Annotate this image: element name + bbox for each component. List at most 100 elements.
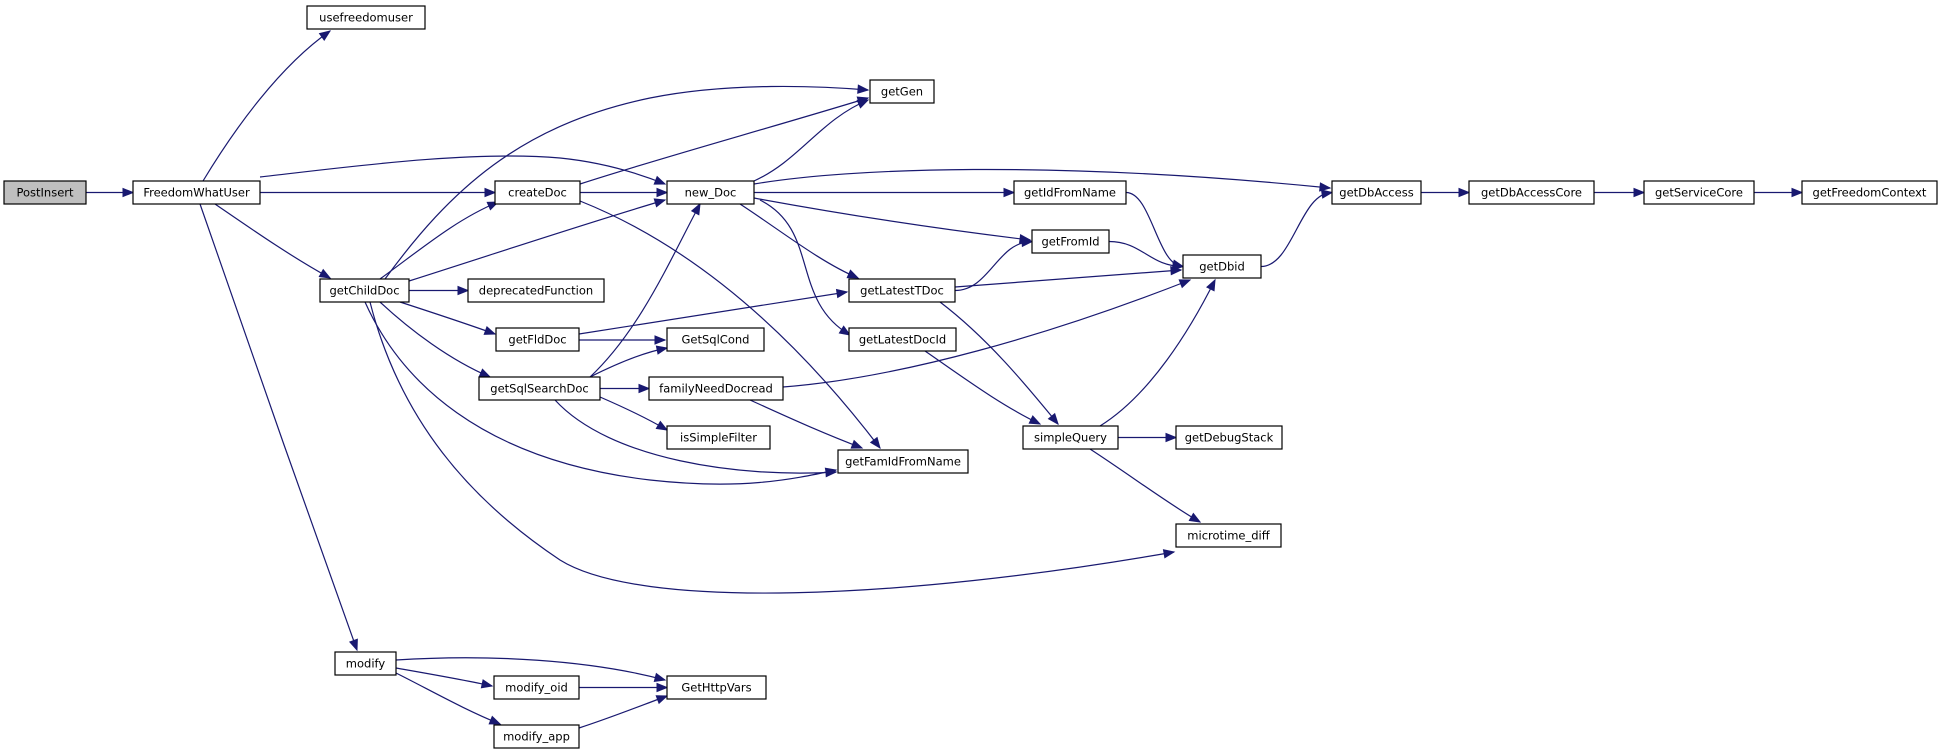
- arrowhead: [835, 288, 849, 299]
- node-box: [869, 79, 935, 104]
- arrowhead: [348, 638, 358, 652]
- edge-modify-to-GetHttpVars: [395, 657, 667, 682]
- arrowhead: [690, 202, 701, 216]
- node-box: [3, 180, 87, 205]
- edge-line: [579, 97, 869, 185]
- node-PostInsert[interactable]: PostInsert: [3, 180, 87, 205]
- edge-line: [753, 197, 1031, 241]
- node-label: simpleQuery: [1034, 431, 1107, 445]
- edge-line: [202, 30, 331, 182]
- edge-line: [753, 99, 869, 182]
- arrowhead: [653, 672, 667, 682]
- edge-line: [1125, 191, 1184, 268]
- edge-createDoc-to-new_Doc: [580, 187, 669, 198]
- edge-FreedomWhatUser-to-createDoc: [260, 187, 497, 198]
- node-getFromId[interactable]: getFromId: [1031, 229, 1110, 254]
- edge-line: [578, 695, 668, 729]
- edge-PostInsert-to-FreedomWhatUser: [86, 187, 135, 198]
- node-microtime_diff[interactable]: microtime_diff: [1175, 523, 1282, 548]
- edge-getLatestDocId-to-simpleQuery: [924, 350, 1042, 425]
- node-new_Doc[interactable]: new_Doc: [666, 180, 755, 205]
- node-getLatestTDoc[interactable]: getLatestTDoc: [848, 278, 956, 303]
- arrowhead: [1206, 278, 1216, 292]
- edge-familyNeedDocread-to-getFamIdFromName: [749, 399, 864, 449]
- node-getServiceCore[interactable]: getServiceCore: [1643, 180, 1755, 205]
- node-label: deprecatedFunction: [479, 284, 593, 298]
- edge-line: [1108, 240, 1184, 268]
- node-getFldDoc[interactable]: getFldDoc: [495, 327, 580, 352]
- edge-getChildDoc-to-getFldDoc: [399, 301, 497, 335]
- edge-FreedomWhatUser-to-getChildDoc: [214, 203, 332, 279]
- node-label: getDbid: [1199, 260, 1245, 274]
- node-getIdFromName[interactable]: getIdFromName: [1013, 180, 1127, 205]
- arrowhead: [656, 682, 669, 693]
- node-getDbAccess[interactable]: getDbAccess: [1331, 180, 1422, 205]
- edge-getSqlSearchDoc-to-familyNeedDocread: [600, 383, 651, 394]
- edge-getFromId-to-getDbid: [1108, 240, 1185, 271]
- node-modify_app[interactable]: modify_app: [493, 724, 580, 749]
- node-label: GetHttpVars: [681, 681, 751, 695]
- node-getFamIdFromName[interactable]: getFamIdFromName: [837, 449, 969, 474]
- node-label: microtime_diff: [1187, 529, 1270, 543]
- node-getSqlSearchDoc[interactable]: getSqlSearchDoc: [478, 376, 601, 401]
- node-createDoc[interactable]: createDoc: [494, 180, 581, 205]
- edge-createDoc-to-getGen: [579, 96, 870, 185]
- edge-getFldDoc-to-GetSqlCond: [579, 335, 667, 345]
- node-getFreedomContext[interactable]: getFreedomContext: [1801, 180, 1938, 205]
- arrowhead: [1188, 512, 1202, 523]
- node-modify[interactable]: modify: [334, 651, 397, 676]
- node-box: [493, 724, 580, 749]
- edge-line: [782, 279, 1191, 388]
- edge-line: [379, 301, 491, 378]
- edge-line: [749, 399, 863, 449]
- node-box: [666, 180, 755, 205]
- node-getDbid[interactable]: getDbid: [1182, 254, 1262, 279]
- edge-getLatestTDoc-to-getFromId: [954, 237, 1034, 292]
- nodes-layer: PostInsert FreedomWhatUser usefreedomuser g…: [3, 5, 1938, 749]
- arrowhead: [655, 345, 669, 355]
- node-getLatestDocId[interactable]: getLatestDocId: [848, 327, 957, 352]
- arrowhead: [478, 368, 492, 378]
- node-FreedomWhatUser[interactable]: FreedomWhatUser: [132, 180, 261, 205]
- arrowhead: [850, 439, 864, 449]
- edge-new_Doc-to-getFromId: [753, 197, 1032, 244]
- node-label: getLatestDocId: [859, 333, 946, 347]
- node-box: [319, 278, 410, 303]
- node-GetSqlCond[interactable]: GetSqlCond: [666, 327, 765, 352]
- arrowhead: [653, 198, 667, 208]
- arrowhead: [869, 436, 881, 450]
- edge-simpleQuery-to-getDebugStack: [1118, 432, 1178, 443]
- node-box: [1031, 229, 1110, 254]
- node-getChildDoc[interactable]: getChildDoc: [319, 278, 410, 303]
- node-box: [132, 180, 261, 205]
- node-box: [1801, 180, 1938, 205]
- edge-getChildDoc-to-new_Doc: [408, 198, 667, 282]
- edge-line: [259, 155, 666, 185]
- node-deprecatedFunction[interactable]: deprecatedFunction: [467, 278, 605, 303]
- edge-modify-to-modify_app: [395, 672, 502, 725]
- edge-line: [739, 203, 859, 279]
- node-getDebugStack[interactable]: getDebugStack: [1175, 425, 1283, 450]
- edges-layer: [86, 30, 1804, 729]
- node-box: [666, 425, 771, 450]
- arrowhead: [655, 420, 669, 431]
- arrowhead: [1165, 432, 1178, 443]
- edge-getLatestTDoc-to-simpleQuery: [939, 301, 1059, 426]
- node-box: [1331, 180, 1422, 205]
- node-label: getFromId: [1041, 235, 1099, 249]
- node-modify_oid[interactable]: modify_oid: [493, 675, 580, 700]
- node-simpleQuery[interactable]: simpleQuery: [1022, 425, 1119, 450]
- node-familyNeedDocread[interactable]: familyNeedDocread: [648, 376, 784, 401]
- edge-getChildDoc-to-microtime_diff: [369, 301, 1176, 594]
- arrowhead: [483, 326, 497, 335]
- arrowhead: [484, 187, 497, 198]
- node-usefreedomuser[interactable]: usefreedomuser: [306, 5, 426, 30]
- node-getGen[interactable]: getGen: [869, 79, 935, 104]
- edge-getDbAccessCore-to-getServiceCore: [1594, 187, 1646, 198]
- node-GetHttpVars[interactable]: GetHttpVars: [666, 675, 767, 700]
- node-isSimpleFilter[interactable]: isSimpleFilter: [666, 425, 771, 450]
- node-getDbAccessCore[interactable]: getDbAccessCore: [1468, 180, 1595, 205]
- node-label: familyNeedDocread: [659, 382, 773, 396]
- arrowhead: [1319, 182, 1332, 192]
